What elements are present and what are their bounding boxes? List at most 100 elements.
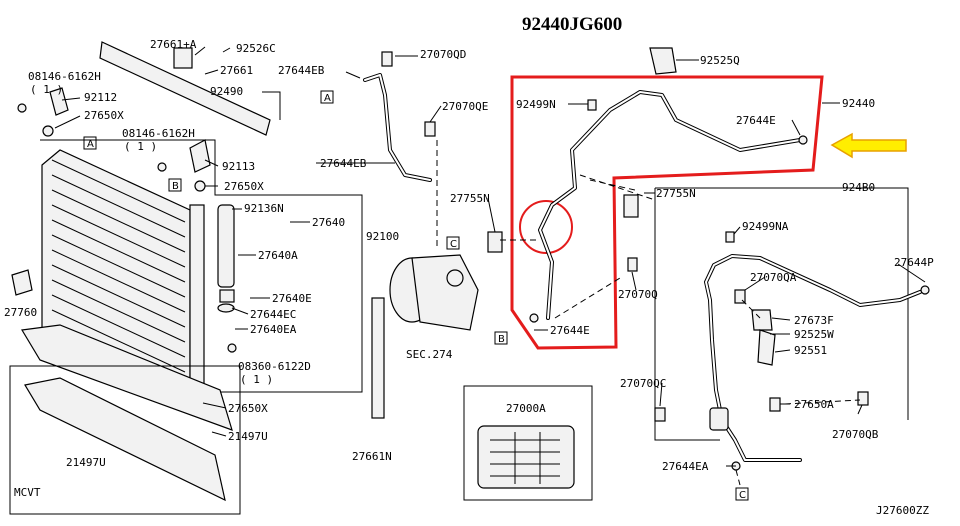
callout-08146-b: 08146-6162H [122,127,195,140]
callout-08146-a: 08146-6162H [28,70,101,83]
callout-92100: 92100 [366,230,399,243]
callout-27070q: 27070Q [618,288,658,301]
clip-92499na [725,231,735,243]
svg-text:B: B [172,181,179,192]
callout-27650x-b: 27650X [224,180,264,193]
clip-27661a [173,47,193,69]
bracket-92113 [189,139,211,173]
ref-box-b1: B [168,178,182,192]
hose-27644eb [363,51,436,182]
condenser-assembly [9,41,385,515]
callout-08146-a-qty: ( 1 ) [30,83,63,96]
callout-27644eb-mid: 27644EB [320,157,367,170]
callout-27661: 27661 [220,64,253,77]
callout-27640: 27640 [312,216,345,229]
bolt-27070q [627,257,638,272]
callout-21497u-b: 21497U [66,456,106,469]
bracket-92551 [757,329,776,366]
callout-27644eb-top: 27644EB [278,64,325,77]
oring-27644p [920,285,930,295]
dashed-connectors [436,140,861,486]
receiver-drier [217,204,235,288]
callout-27644e-a: 27644E [736,114,776,127]
bolt-08146-a [17,103,27,113]
callout-08360: 08360-6122D [238,360,311,373]
highlight-outline [510,75,824,350]
ref-box-a2: A [320,90,334,104]
drier-cap [219,289,235,303]
highlight-circle [519,200,573,254]
callout-92440: 92440 [842,97,875,110]
part-labels: 27661+A 92526C 27661 27644EB 27070QD 924… [4,38,934,517]
callout-27644p: 27644P [894,256,934,269]
seal-strip-92490 [99,41,271,136]
callout-sec274: SEC.274 [406,348,453,361]
air-guide-lower [24,377,226,502]
bracket-92525q [649,47,677,75]
valve-27673f [751,309,773,331]
svg-text:C: C [739,490,746,501]
clamp-27755n-a [487,231,503,253]
air-guide-upper [21,324,233,431]
callout-27650a: 27650A [794,398,834,411]
grommet-27650x-b [194,180,206,192]
bolt-08360 [227,343,237,353]
callout-27070qb: 27070QB [832,428,879,441]
callout-21497u-a: 21497U [228,430,268,443]
callout-92526c: 92526C [236,42,276,55]
callout-08146-b-qty: ( 1 ) [124,140,157,153]
footer-code: J27600ZZ [876,504,929,517]
bolt-27650a [769,397,781,412]
callout-27640ea: 27640EA [250,323,297,336]
callout-92136n: 92136N [244,202,284,215]
callout-27070qd: 27070QD [420,48,466,61]
callout-08360-qty: ( 1 ) [240,373,273,386]
ref-box-b2: B [494,331,508,345]
callout-92113: 92113 [222,160,255,173]
callout-27070qc: 27070QC [620,377,666,390]
callout-27644e-b: 27644E [550,324,590,337]
callout-92499na: 92499NA [742,220,789,233]
callout-27650x-a: 27650X [84,109,124,122]
clamp-27755n-b [623,194,639,218]
callout-mcvt: MCVT [14,486,41,499]
callout-27070qe: 27070QE [442,100,488,113]
svg-text:C: C [450,239,457,250]
ref-box-c2: C [735,487,749,501]
callout-92525q: 92525Q [700,54,740,67]
oring-27644e-b [529,313,539,323]
callout-27644ec: 27644EC [250,308,296,321]
bolt-27070qc [654,407,666,422]
bracket-27760 [11,269,33,296]
callout-27661a: 27661+A [150,38,197,51]
callout-92499n: 92499N [516,98,556,111]
svg-text:A: A [324,93,331,104]
callout-92112: 92112 [84,91,117,104]
seal-27661n [371,297,385,419]
bolt-27070qb [857,391,869,406]
compressor [389,254,479,331]
callout-92490: 92490 [210,85,243,98]
callout-27000a: 27000A [506,402,546,415]
pointer-arrow-icon [830,132,907,159]
oring-27644e-a [798,135,808,145]
highlight-92440 [510,75,824,350]
callout-27661n: 27661N [352,450,392,463]
callout-92551: 92551 [794,344,827,357]
callout-27640e: 27640E [272,292,312,305]
callout-92525w: 92525W [794,328,834,341]
ref-box-a1: A [83,136,97,150]
muffler [709,407,729,431]
callout-27650x-c: 27650X [228,402,268,415]
label-27000a-box [463,385,593,501]
svg-text:A: A [87,139,94,150]
ref-box-c1: C [446,236,460,250]
callout-27760: 27760 [4,306,37,319]
bolt-08146-b [157,162,167,172]
callout-27070qa: 27070QA [750,271,797,284]
callout-27673f: 27673F [794,314,834,327]
callout-27755n-b: 27755N [656,187,696,200]
callout-27640a: 27640A [258,249,298,262]
callout-27755n-a: 27755N [450,192,490,205]
